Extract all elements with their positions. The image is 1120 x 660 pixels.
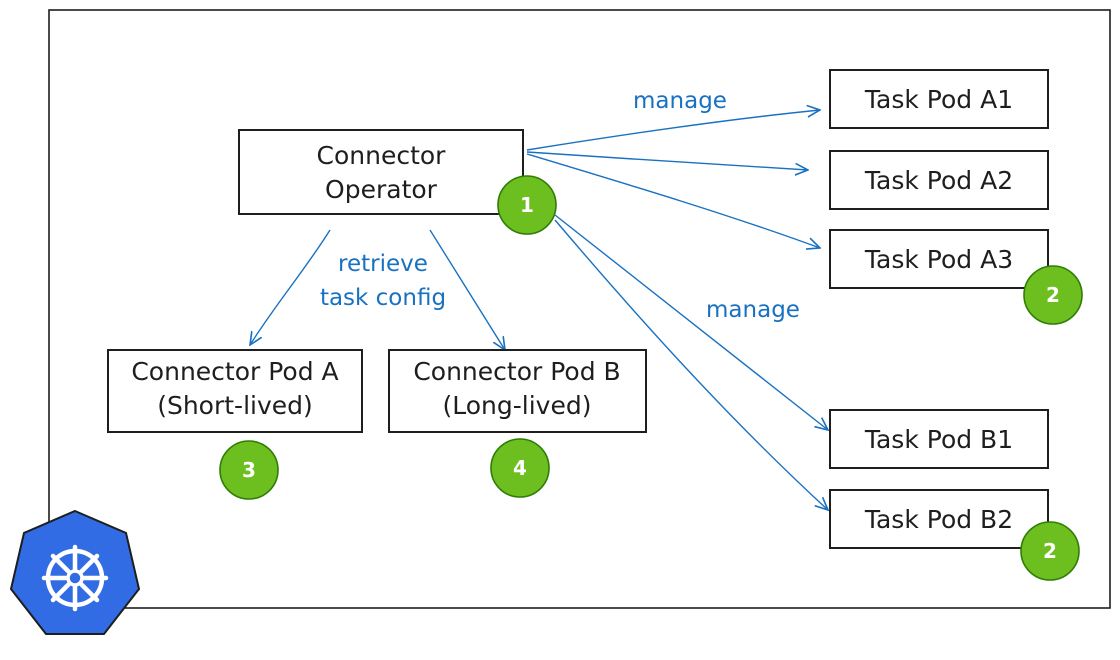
- node-label: (Short-lived): [157, 391, 313, 420]
- badge-task-a3: 2: [1023, 265, 1083, 325]
- node-label: Task Pod A2: [864, 166, 1013, 195]
- edge-label-retrieve-line1: retrieve: [338, 251, 428, 277]
- node-task-pod-a3[interactable]: Task Pod A3: [829, 229, 1049, 289]
- arrow-operator-to-task-a1: [526, 110, 820, 151]
- badge-operator: 1: [497, 175, 557, 235]
- badge-task-b2: 2: [1020, 521, 1080, 581]
- node-connector-pod-a[interactable]: Connector Pod A (Short-lived): [107, 349, 363, 433]
- node-label: Task Pod A1: [864, 85, 1013, 114]
- badge-number: 1: [520, 193, 534, 217]
- node-label: Connector Pod A: [131, 357, 338, 386]
- node-label: Connector Pod B: [413, 357, 620, 386]
- badge-number: 2: [1046, 283, 1060, 307]
- edge-label-manage-top: manage: [633, 88, 727, 114]
- badge-number: 2: [1043, 539, 1057, 563]
- kubernetes-helm-icon: [9, 509, 141, 635]
- badge-pod-a: 3: [219, 440, 279, 500]
- edges: [250, 110, 828, 510]
- node-task-pod-b2[interactable]: Task Pod B2: [829, 489, 1049, 549]
- node-label: Operator: [325, 175, 438, 204]
- badge-number: 4: [513, 456, 527, 480]
- node-connector-operator[interactable]: Connector Operator: [238, 129, 524, 215]
- badge-pod-b: 4: [490, 438, 550, 498]
- node-label: Connector: [317, 141, 447, 170]
- badge-number: 3: [242, 458, 256, 482]
- arrow-operator-to-task-a2: [526, 151, 808, 170]
- node-task-pod-b1[interactable]: Task Pod B1: [829, 409, 1049, 469]
- edge-label-retrieve-line2: task config: [320, 285, 446, 311]
- arrow-operator-to-task-b1: [554, 214, 828, 430]
- node-task-pod-a1[interactable]: Task Pod A1: [829, 69, 1049, 129]
- node-label: Task Pod A3: [864, 245, 1013, 274]
- edge-label-manage-bottom: manage: [706, 297, 800, 323]
- arrow-operator-to-pod-b: [429, 229, 505, 350]
- node-task-pod-a2[interactable]: Task Pod A2: [829, 150, 1049, 210]
- node-label: Task Pod B1: [864, 425, 1013, 454]
- arrow-operator-to-task-a3: [526, 153, 820, 248]
- node-label: (Long-lived): [443, 391, 592, 420]
- arrow-operator-to-task-b2: [554, 219, 828, 510]
- cluster-frame: [48, 9, 1111, 609]
- arrow-operator-to-pod-a: [250, 229, 331, 345]
- node-connector-pod-b[interactable]: Connector Pod B (Long-lived): [388, 349, 647, 433]
- node-label: Task Pod B2: [864, 505, 1013, 534]
